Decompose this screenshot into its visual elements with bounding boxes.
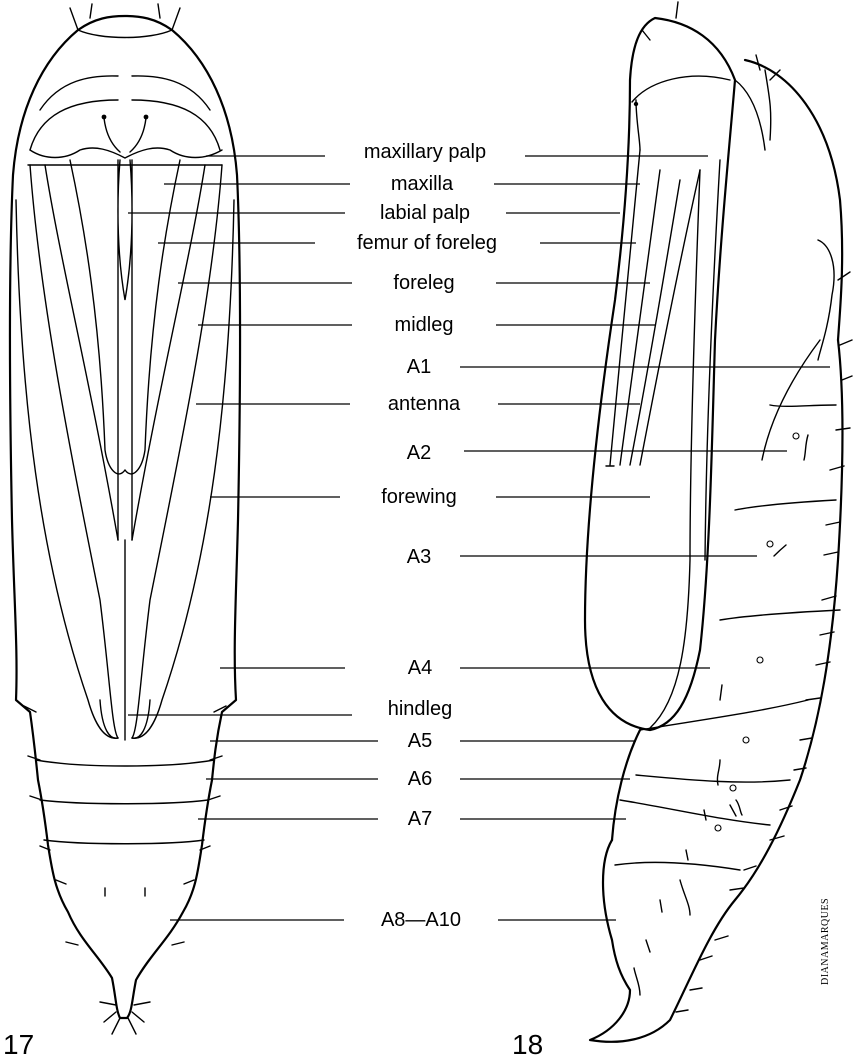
lateral-appendage-lines (606, 150, 700, 466)
label-maxillary-palp: maxillary palp (364, 141, 486, 163)
label-antenna: antenna (388, 393, 461, 415)
label-labial-palp: labial palp (380, 202, 470, 224)
figure-number-18: 18 (512, 1029, 543, 1060)
foreleg-lines (70, 160, 180, 474)
labels: maxillary palp maxilla labial palp femur… (357, 141, 497, 931)
lateral-setae (634, 2, 852, 1012)
lateral-thorax-lines (735, 70, 771, 150)
figure-number-17: 17 (3, 1029, 34, 1060)
label-femur-of-foreleg: femur of foreleg (357, 232, 497, 254)
hindleg-tips (100, 540, 150, 740)
lateral-cremaster (818, 240, 834, 360)
lateral-ventral-line (612, 730, 640, 840)
lateral-abdomen-outline (590, 340, 843, 1042)
maxillary-palp-band (28, 148, 222, 165)
label-a2: A2 (407, 442, 431, 464)
lateral-pupa-figure (585, 2, 852, 1042)
lateral-wing-inner (650, 160, 720, 728)
label-a5: A5 (408, 730, 432, 752)
antenna-lines (30, 165, 222, 738)
label-a3: A3 (407, 546, 431, 568)
ventral-pupa-figure (10, 4, 240, 1034)
label-a8-a10: A8—A10 (381, 909, 461, 931)
label-midleg: midleg (395, 314, 454, 336)
lateral-a1-line (762, 340, 820, 460)
label-a7: A7 (408, 808, 432, 830)
label-forewing: forewing (381, 486, 457, 508)
label-a4: A4 (408, 657, 432, 679)
label-maxilla: maxilla (391, 173, 454, 195)
midleg-lines (45, 165, 205, 540)
ventral-body-outline (10, 16, 240, 1018)
lateral-head (632, 76, 730, 150)
proboscis (118, 160, 132, 540)
lateral-wing-sheath (585, 18, 735, 730)
antenna-tips (104, 118, 146, 152)
leader-lines (128, 156, 830, 920)
artist-signature: DIANAMARQUES (820, 898, 831, 985)
label-a1: A1 (407, 356, 431, 378)
lateral-thorax (745, 60, 842, 340)
label-a6: A6 (408, 768, 432, 790)
segment-lines (36, 760, 214, 844)
label-foreleg: foreleg (393, 272, 454, 294)
label-hindleg: hindleg (388, 698, 453, 720)
face-arcs (30, 100, 220, 150)
lateral-segment-lines (615, 405, 840, 870)
